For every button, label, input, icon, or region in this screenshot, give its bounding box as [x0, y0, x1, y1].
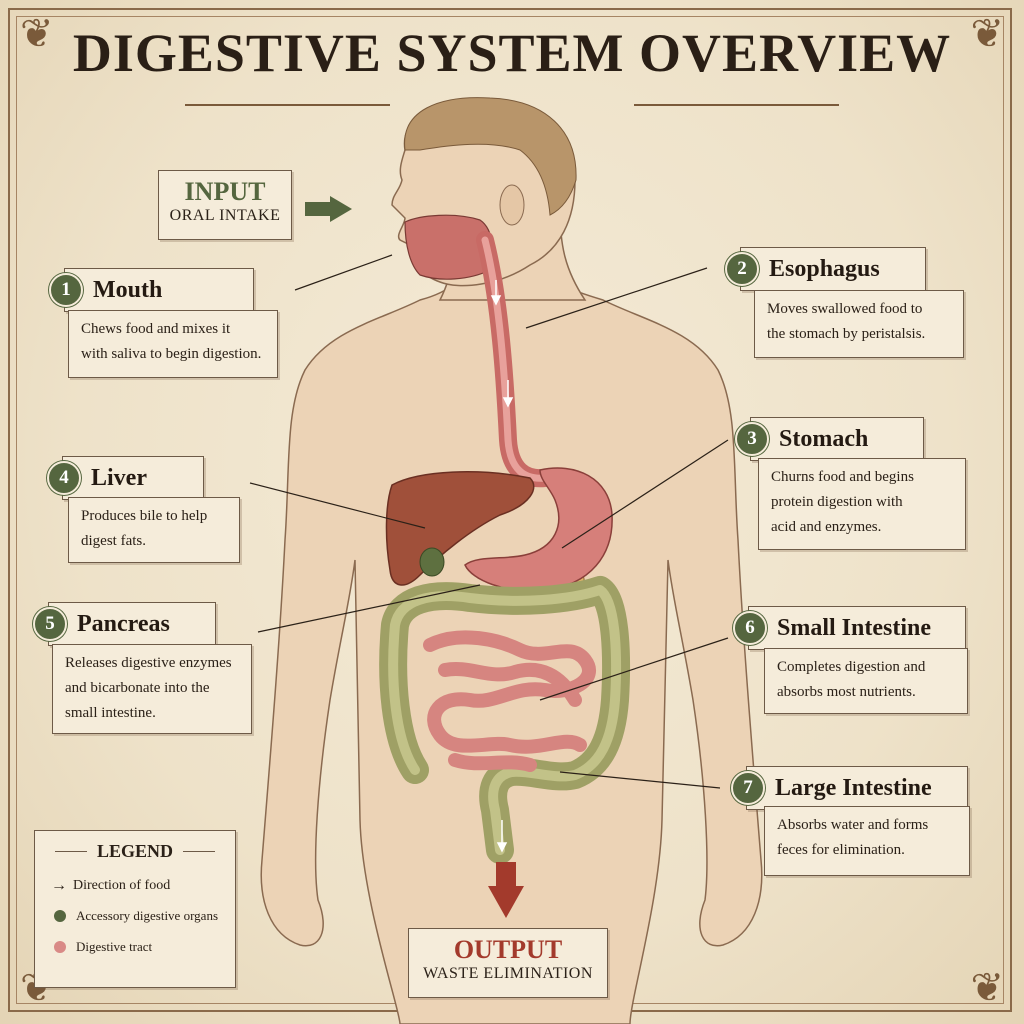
- legend-title: LEGEND: [96, 841, 174, 861]
- corner-flourish-icon: ❦: [970, 965, 1004, 1011]
- number-badge: 1: [49, 273, 83, 307]
- organ-name: Esophagus: [769, 255, 880, 282]
- legend-item-label: Digestive tract: [76, 939, 153, 954]
- legend-box: LEGEND → Direction of food Accessory dig…: [34, 830, 236, 988]
- desc-esophagus: Moves swallowed food to the stomach by p…: [754, 290, 964, 358]
- desc-mouth: Chews food and mixes it with saliva to b…: [68, 310, 278, 378]
- small-intestine-shape: [423, 630, 596, 772]
- label-stomach: 3 Stomach: [735, 417, 924, 461]
- number-badge: 6: [733, 611, 767, 645]
- label-mouth: 1 Mouth: [49, 268, 254, 312]
- number-badge: 4: [47, 461, 81, 495]
- arrow-right-icon: →: [51, 877, 67, 894]
- number-badge: 3: [735, 422, 769, 456]
- organ-name: Large Intestine: [775, 774, 932, 801]
- legend-item-direction: → Direction of food: [51, 877, 170, 895]
- legend-item-label: Direction of food: [73, 878, 171, 893]
- label-large-intestine: 7 Large Intestine: [731, 766, 968, 810]
- organ-name: Mouth: [93, 276, 163, 303]
- corner-flourish-icon: ❦: [20, 11, 54, 57]
- desc-small-intestine: Completes digestion and absorbs most nut…: [764, 648, 968, 714]
- output-title: OUTPUT: [453, 935, 563, 964]
- legend-rule-right: [183, 851, 216, 852]
- desc-pancreas: Releases digestive enzymes and bicarbona…: [52, 644, 252, 734]
- title-rule-left: [185, 104, 390, 106]
- number-badge: 5: [33, 607, 67, 641]
- flow-arrows: [490, 280, 514, 853]
- corner-flourish-icon: ❦: [970, 11, 1004, 57]
- label-pancreas: 5 Pancreas: [33, 602, 216, 646]
- input-arrow-icon: [305, 196, 352, 222]
- input-subtitle: ORAL INTAKE: [169, 207, 281, 224]
- organ-name: Stomach: [779, 425, 869, 452]
- input-box: INPUT ORAL INTAKE: [158, 170, 292, 240]
- title-rule-right: [634, 104, 839, 106]
- organ-name: Pancreas: [77, 610, 170, 637]
- desc-liver: Produces bile to help digest fats.: [68, 497, 240, 563]
- organ-name: Small Intestine: [777, 614, 932, 641]
- legend-item-label: Accessory digestive organs: [76, 908, 219, 923]
- organ-name: Liver: [91, 464, 147, 491]
- output-arrow-icon: [488, 862, 524, 918]
- gallbladder-shape: [419, 547, 445, 577]
- label-esophagus: 2 Esophagus: [725, 247, 926, 291]
- desc-large-intestine: Absorbs water and forms feces for elimin…: [764, 806, 970, 876]
- legend-item-tract: Digestive tract: [51, 939, 152, 955]
- number-badge: 2: [725, 252, 759, 286]
- leader-lines: [249, 254, 729, 789]
- label-liver: 4 Liver: [47, 456, 204, 500]
- pink-dot-icon: [54, 941, 66, 953]
- desc-stomach: Churns food and begins protein digestion…: [758, 458, 966, 550]
- legend-rule-left: [54, 851, 87, 852]
- output-subtitle: WASTE ELIMINATION: [423, 965, 593, 982]
- number-badge: 7: [731, 771, 765, 805]
- page-title: DIGESTIVE SYSTEM OVERVIEW: [72, 23, 952, 83]
- ear: [499, 184, 525, 226]
- label-small-intestine: 6 Small Intestine: [733, 606, 966, 650]
- legend-header: LEGEND: [35, 841, 235, 862]
- green-dot-icon: [54, 910, 66, 922]
- hair: [404, 97, 577, 216]
- legend-item-accessory: Accessory digestive organs: [51, 908, 218, 924]
- input-title: INPUT: [184, 177, 266, 206]
- output-box: OUTPUT WASTE ELIMINATION: [408, 928, 608, 998]
